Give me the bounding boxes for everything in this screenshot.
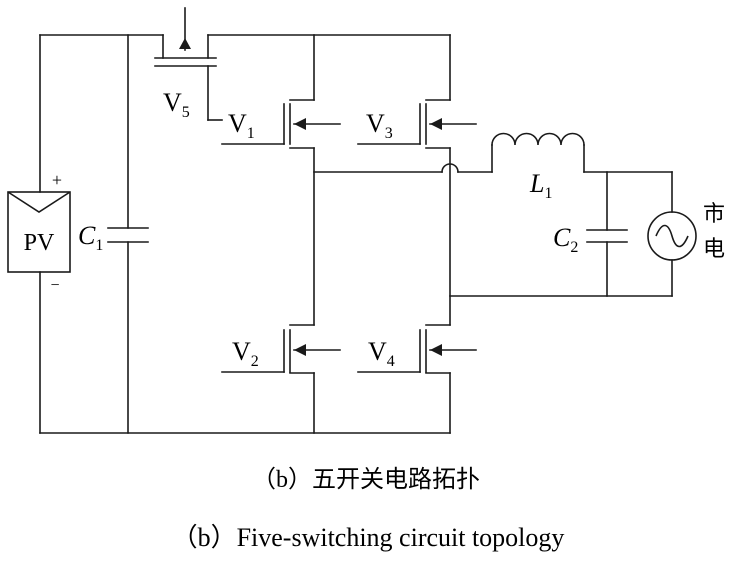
v4-arrow-icon — [430, 344, 442, 356]
grid-label-line2: 电 — [703, 237, 725, 262]
ac-grid-source: 市 电 — [647, 202, 725, 262]
v5-label: V5 — [163, 88, 190, 121]
v1-label: V1 — [228, 109, 255, 142]
switch-v5: V5 — [154, 7, 217, 121]
grid-label-line1: 市 — [703, 202, 725, 227]
switch-v3: V3 — [357, 99, 477, 149]
capacitor-c2: C2 — [553, 223, 628, 256]
v2-label: V2 — [232, 337, 259, 370]
caption-english: （b）Five-switching circuit topology — [172, 523, 565, 552]
c1-label: C1 — [78, 221, 103, 254]
switch-v2: V2 — [221, 324, 341, 374]
v1-arrow-icon — [294, 118, 306, 130]
capacitor-c1: C1 — [78, 221, 149, 254]
switch-v4: V4 — [357, 324, 477, 374]
l1-label: L1 — [529, 169, 552, 202]
v4-label: V4 — [368, 337, 395, 370]
pv-panel: PV + − — [7, 170, 71, 294]
caption-chinese: （b）五开关电路拓扑 — [252, 466, 480, 493]
pv-plus-sign: + — [52, 170, 62, 190]
inductor-l1: L1 — [491, 132, 585, 202]
pv-minus-sign: − — [50, 277, 59, 294]
switch-v1: V1 — [221, 99, 341, 149]
pv-label: PV — [24, 230, 55, 256]
wiring — [39, 34, 673, 434]
c2-label: C2 — [553, 223, 578, 256]
v3-arrow-icon — [430, 118, 442, 130]
v3-label: V3 — [366, 109, 393, 142]
v5-arrow-icon — [179, 38, 191, 49]
sine-wave-icon — [655, 224, 689, 248]
v2-arrow-icon — [294, 344, 306, 356]
